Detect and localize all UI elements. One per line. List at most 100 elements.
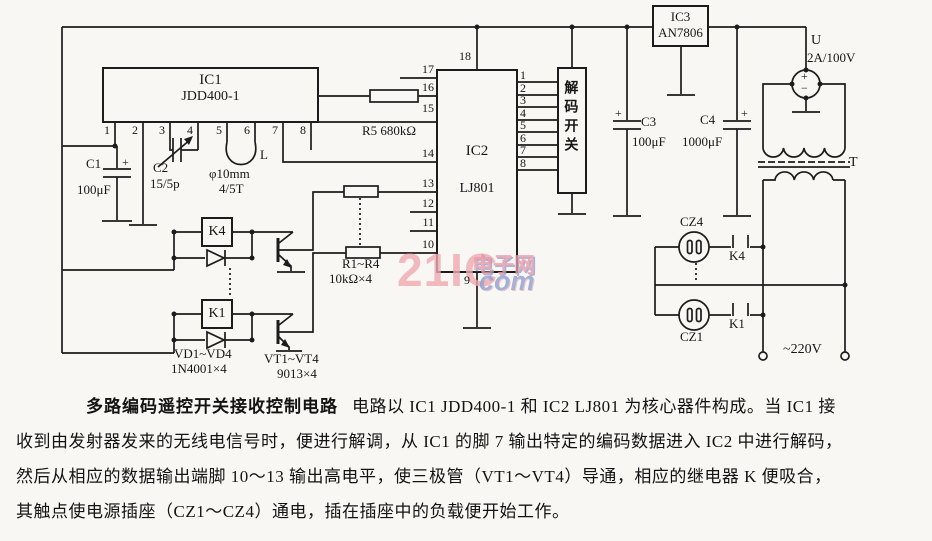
ic1-name: IC1 (199, 72, 222, 88)
resistor-r4-box (343, 185, 379, 198)
ic2-pin-14: 14 (422, 146, 434, 160)
socket-cz1-label: CZ1 (680, 329, 704, 344)
description-line-1: 多路编码遥控开关接收控制电路电路以 IC1 JDD400-1 和 IC2 LJ8… (16, 392, 932, 417)
ic2-rpin-1: 1 (520, 68, 526, 82)
watermark-cn: 电子网 (472, 254, 535, 277)
decoder-switch-label: 解码开关 (562, 80, 578, 156)
transformer-name: T (849, 155, 858, 170)
socket-cz4-label: CZ4 (680, 214, 704, 229)
ic2-part: LJ801 (459, 181, 495, 196)
relay-k4-box (201, 217, 233, 247)
junction-dots (112, 24, 848, 343)
power-supply-wires (613, 27, 850, 352)
ic1-pin-4: 4 (187, 123, 193, 137)
ic2-rpin-8: 8 (520, 156, 526, 170)
vt4-emitter-arrow (283, 259, 292, 268)
ic1-pin-3: 3 (159, 123, 165, 137)
vt1-emitter-arrow (281, 339, 290, 348)
c4-name: C4 (700, 112, 716, 127)
ic2-rpin-4: 4 (520, 106, 526, 120)
rectifier-spec: 2A/100V (807, 50, 856, 65)
ic1-pin-8: 8 (300, 123, 306, 137)
vt-group-name: VT1~VT4 (264, 351, 319, 366)
ic2-rpin-6: 6 (520, 131, 526, 145)
resistor-r5-box (369, 89, 419, 103)
ic2-pin-9: 9 (464, 273, 470, 287)
ic1-box (102, 67, 319, 123)
c1-polarity: + (122, 155, 129, 169)
ic2-rpin-3: 3 (520, 93, 526, 107)
c4-polarity: + (741, 106, 748, 120)
ic2-pin-10: 10 (422, 237, 434, 251)
trimmer-arrowhead (184, 136, 193, 145)
vd-group-name: VD1~VD4 (174, 346, 232, 361)
relay-k1-wires (62, 268, 302, 354)
mains-voltage-label: ~220V (783, 342, 822, 357)
ic2-pin-18: 18 (459, 49, 471, 63)
ic2-box (436, 69, 518, 273)
ic1-wires (62, 122, 437, 226)
watermark-21ic: 21IC (397, 244, 499, 296)
diode-vd4 (206, 248, 226, 268)
ic2-rpin-7: 7 (520, 143, 526, 157)
ic2-pin-11: 11 (422, 215, 434, 229)
ic1-pin-6: 6 (244, 123, 250, 137)
description-line-3: 然后从相应的数据输出端脚 10～13 输出高电平，使三极管（VT1～VT4）导通… (16, 467, 832, 486)
decoder-wires (517, 27, 586, 215)
ic1-pin-5: 5 (216, 123, 222, 137)
ic3-label: IC3 AN7806 (653, 9, 708, 41)
c2-name: C2 (153, 160, 169, 175)
ic3-box (652, 5, 709, 47)
ic2-pin-13: 13 (422, 176, 434, 190)
relay-k1-box (201, 299, 233, 329)
socket-cz1-circle (678, 299, 710, 331)
resistor-r1-box (345, 246, 381, 259)
rectifier-name: U (811, 33, 822, 48)
ic2-pin-12: 12 (422, 196, 434, 210)
description-title: 多路编码遥控开关接收控制电路 (86, 397, 338, 416)
socket-wires (654, 231, 850, 361)
ic2-pin-15: 15 (422, 101, 434, 115)
ic3-part: AN7806 (658, 25, 703, 40)
watermark-com: com (479, 266, 535, 296)
c1-value: 100μF (77, 182, 111, 197)
ic1-pin-1: 1 (104, 123, 110, 137)
r5-label: R5 680kΩ (362, 123, 417, 138)
description-line-4: 其触点使电源插座（CZ1～CZ4）通电，插在插座中的负载便开始工作。 (16, 502, 570, 521)
l-spec2: 4/5T (219, 181, 244, 196)
ic2-rpin-2: 2 (520, 81, 526, 95)
c1-name: C1 (86, 156, 102, 171)
vd-group-value: 1N4001×4 (171, 361, 227, 376)
socket-cz4-circle (678, 231, 710, 263)
ic2-name: IC2 (465, 143, 489, 159)
description-line-2: 收到由发射器发来的无线电信号时，便进行解调，从 IC1 的脚 7 输出特定的编码… (16, 432, 843, 451)
diode-vd1 (206, 330, 226, 350)
rectifier-minus: − (801, 81, 808, 95)
ic1-part: JDD400-1 (181, 89, 240, 104)
component-boxes (102, 5, 709, 329)
relay-k1-label: K1 (208, 306, 226, 321)
c3-value: 100μF (632, 134, 666, 149)
contact-k1-label: K1 (729, 316, 745, 331)
decoder-box (557, 67, 587, 194)
ic3-name: IC3 (670, 9, 691, 24)
ic2-pin-17: 17 (422, 62, 434, 76)
ic2-pin-16: 16 (422, 80, 434, 94)
c2-value: 15/5p (150, 176, 180, 191)
ic1-pin-7: 7 (272, 123, 278, 137)
vt-group-value: 9013×4 (277, 366, 317, 381)
ic1-label: IC1 JDD400-1 (103, 72, 318, 105)
c4-value: 1000μF (682, 134, 723, 149)
ic2-rpin-5: 5 (520, 118, 526, 132)
mains-terminal-2 (840, 351, 850, 361)
l-name: L (260, 147, 268, 162)
c3-polarity: + (615, 106, 622, 120)
ic1-pin-2: 2 (132, 123, 138, 137)
description-line-1-text: 电路以 IC1 JDD400-1 和 IC2 LJ801 为核心器件构成。当 I… (352, 397, 836, 416)
contact-k4-label: K4 (729, 248, 745, 263)
power-rail-wires (61, 26, 806, 353)
rectifier-plus: + (801, 69, 808, 83)
c3-name: C3 (641, 114, 657, 129)
